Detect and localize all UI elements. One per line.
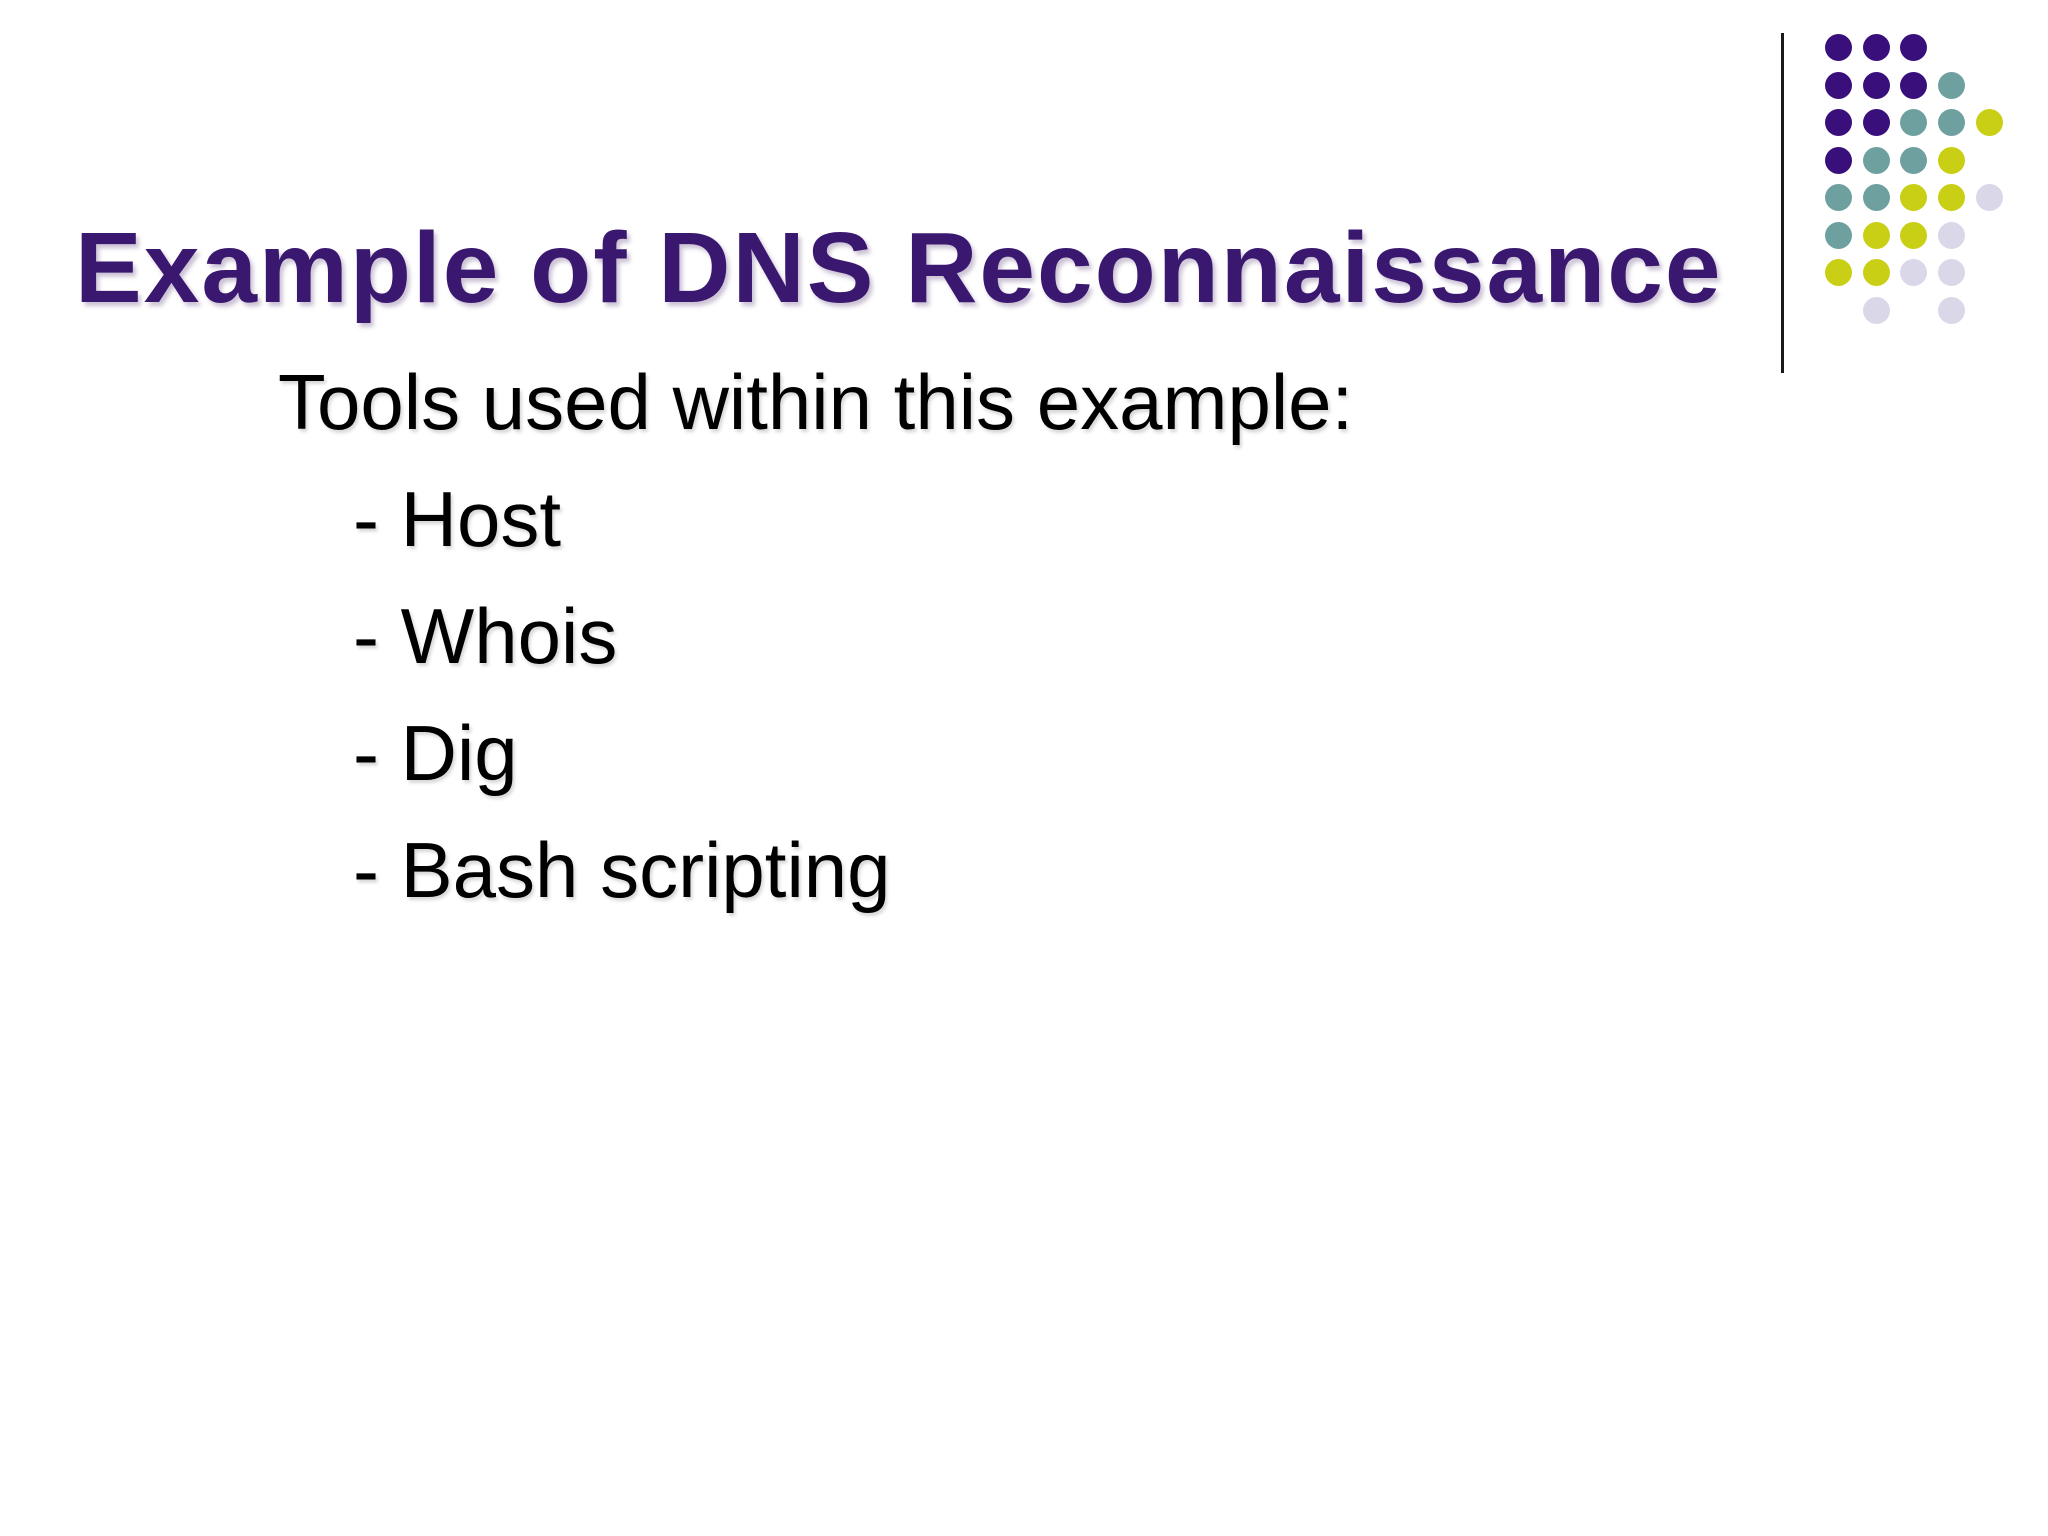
list-item-bash-scripting: - Bash scripting — [353, 826, 891, 914]
divider-line — [1781, 33, 1784, 373]
yellow-dot — [1863, 259, 1890, 286]
tools-list: - Host - Whois - Dig - Bash scripting — [278, 461, 1353, 929]
slide-body: Tools used within this example: - Host -… — [278, 344, 1353, 929]
yellow-dot — [1976, 109, 2003, 136]
slide-title: Example of DNS Reconnaissance — [75, 212, 1723, 324]
lavender-dot — [1900, 259, 1927, 286]
purple-dot — [1863, 72, 1890, 99]
teal-dot — [1863, 147, 1890, 174]
body-intro-text: Tools used within this example: — [278, 358, 1354, 446]
lavender-dot — [1938, 259, 1965, 286]
dot-pattern-decoration — [1825, 34, 2025, 344]
purple-dot — [1863, 34, 1890, 61]
teal-dot — [1825, 222, 1852, 249]
yellow-dot — [1938, 184, 1965, 211]
yellow-dot — [1938, 147, 1965, 174]
teal-dot — [1938, 109, 1965, 136]
list-item-host: - Host — [353, 475, 562, 563]
purple-dot — [1825, 109, 1852, 136]
purple-dot — [1825, 34, 1852, 61]
yellow-dot — [1863, 222, 1890, 249]
teal-dot — [1900, 147, 1927, 174]
purple-dot — [1825, 72, 1852, 99]
lavender-dot — [1938, 222, 1965, 249]
purple-dot — [1900, 34, 1927, 61]
lavender-dot — [1976, 184, 2003, 211]
list-item-dig: - Dig — [353, 709, 518, 797]
teal-dot — [1863, 184, 1890, 211]
purple-dot — [1825, 147, 1852, 174]
teal-dot — [1938, 72, 1965, 99]
purple-dot — [1900, 72, 1927, 99]
teal-dot — [1825, 184, 1852, 211]
purple-dot — [1863, 109, 1890, 136]
lavender-dot — [1863, 297, 1890, 324]
yellow-dot — [1825, 259, 1852, 286]
lavender-dot — [1938, 297, 1965, 324]
yellow-dot — [1900, 184, 1927, 211]
teal-dot — [1900, 109, 1927, 136]
yellow-dot — [1900, 222, 1927, 249]
list-item-whois: - Whois — [353, 592, 618, 680]
